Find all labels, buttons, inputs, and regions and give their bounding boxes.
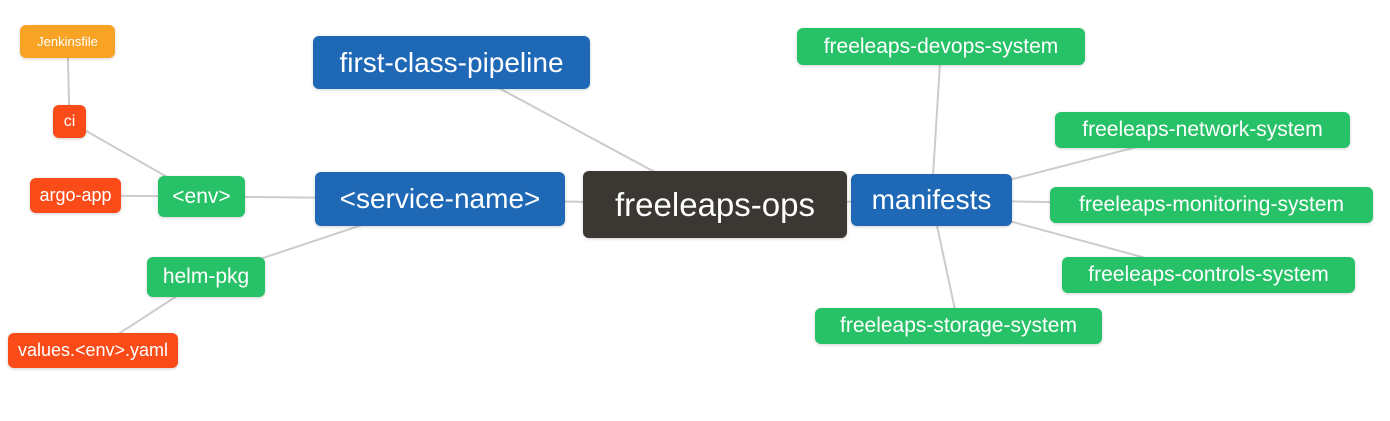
node-freeleaps-devops-system[interactable]: freeleaps-devops-system xyxy=(797,28,1085,65)
node-freeleaps-network-system[interactable]: freeleaps-network-system xyxy=(1055,112,1350,148)
node-label: helm-pkg xyxy=(162,265,250,288)
node-jenkinsfile[interactable]: Jenkinsfile xyxy=(20,25,115,58)
node-label: Jenkinsfile xyxy=(37,34,98,49)
node-label: freeleaps-storage-system xyxy=(840,314,1077,337)
node-label: freeleaps-controls-system xyxy=(1088,263,1329,286)
node-freeleaps-ops[interactable]: freeleaps-ops xyxy=(583,171,847,238)
node-label: freeleaps-ops xyxy=(615,185,815,223)
node-label: freeleaps-devops-system xyxy=(823,34,1059,58)
node-label: first-class-pipeline xyxy=(339,46,564,78)
node-freeleaps-storage-system[interactable]: freeleaps-storage-system xyxy=(815,308,1102,344)
node-freeleaps-controls-system[interactable]: freeleaps-controls-system xyxy=(1062,257,1355,293)
node-label: <service-name> xyxy=(339,183,541,214)
node-values-env-yaml[interactable]: values.<env>.yaml xyxy=(8,333,178,368)
node-service-name[interactable]: <service-name> xyxy=(315,172,565,226)
node-label: values.<env>.yaml xyxy=(17,340,169,360)
node-label: freeleaps-monitoring-system xyxy=(1079,193,1344,216)
node-label: freeleaps-network-system xyxy=(1082,118,1323,141)
node-env[interactable]: <env> xyxy=(158,176,245,217)
node-freeleaps-monitoring-system[interactable]: freeleaps-monitoring-system xyxy=(1050,187,1373,223)
node-helm-pkg[interactable]: helm-pkg xyxy=(147,257,265,297)
node-label: argo-app xyxy=(39,185,112,205)
node-label: ci xyxy=(63,112,76,130)
node-ci[interactable]: ci xyxy=(53,105,86,138)
node-manifests[interactable]: manifests xyxy=(851,174,1012,226)
node-label: manifests xyxy=(871,184,992,215)
node-argo-app[interactable]: argo-app xyxy=(30,178,121,213)
node-label: <env> xyxy=(172,184,231,208)
node-first-class-pipeline[interactable]: first-class-pipeline xyxy=(313,36,590,89)
